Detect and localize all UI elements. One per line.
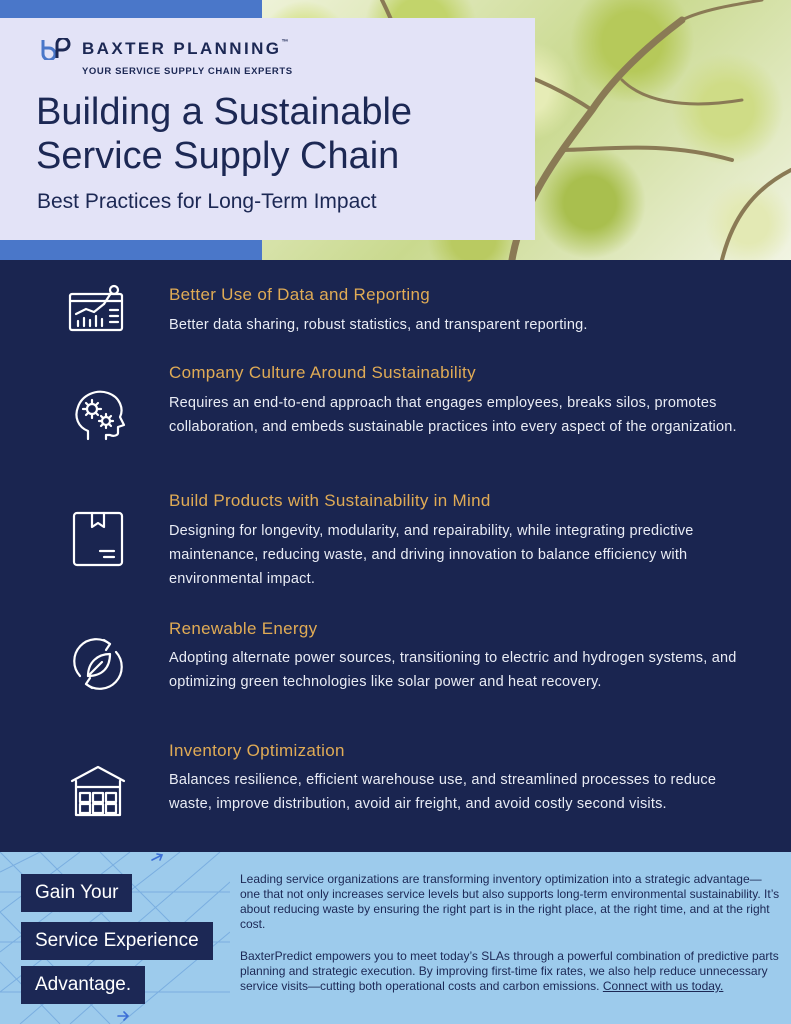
title-line-1: Building a Sustainable: [36, 91, 413, 133]
practice-description: Requires an end-to-end approach that eng…: [169, 395, 737, 435]
company-logo[interactable]: BAXTER PLANNING™: [40, 38, 288, 60]
practice-description: Better data sharing, robust statistics, …: [169, 317, 588, 333]
gain-line-1: Gain Your: [21, 874, 133, 912]
practice-heading: Better Use of Data and Reporting: [169, 285, 430, 304]
brand-name: BAXTER PLANNING™: [82, 39, 288, 59]
practice-description: Adopting alternate power sources, transi…: [169, 650, 737, 690]
title-card: [0, 18, 535, 240]
practice-description: Balances resilience, efficient warehouse…: [169, 772, 717, 812]
gain-line-3: Advantage.: [21, 966, 146, 1004]
page-subtitle: Best Practices for Long-Term Impact: [37, 190, 377, 213]
practice-heading: Inventory Optimization: [169, 741, 345, 760]
brand-text: BAXTER PLANNING: [82, 39, 282, 58]
tagline: YOUR SERVICE SUPPLY CHAIN EXPERTS: [82, 66, 293, 77]
connect-link[interactable]: Connect with us today.: [602, 979, 724, 993]
page-title: Building a Sustainable Service Supply Ch…: [36, 90, 526, 178]
leaf-cycle-icon: [73, 638, 123, 690]
chart-dashboard-icon: [68, 284, 124, 332]
practice-description: Designing for longevity, modularity, and…: [169, 523, 694, 587]
footer-paragraph-2-text: BaxterPredict empowers you to meet today…: [240, 949, 779, 993]
header-banner: BAXTER PLANNING™ YOUR SERVICE SUPPLY CHA…: [0, 0, 791, 260]
footer-paragraph-1: Leading service organizations are transf…: [240, 872, 780, 931]
bp-logo-icon: [41, 38, 71, 60]
footer-paragraph-2: BaxterPredict empowers you to meet today…: [240, 949, 780, 994]
practice-heading: Company Culture Around Sustainability: [169, 363, 476, 382]
footer-section: Gain Your Service Experience Advantage. …: [0, 852, 791, 1024]
practice-heading: Renewable Energy: [169, 619, 318, 638]
practice-heading: Build Products with Sustainability in Mi…: [169, 491, 491, 510]
practices-list: Better Use of Data and Reporting Better …: [0, 260, 791, 852]
head-gears-icon: [75, 390, 126, 441]
title-line-2: Service Supply Chain: [36, 135, 400, 177]
product-box-icon: [72, 511, 124, 567]
gain-line-2: Service Experience: [21, 922, 213, 960]
warehouse-icon: [70, 765, 126, 817]
trademark-mark: ™: [281, 39, 289, 46]
